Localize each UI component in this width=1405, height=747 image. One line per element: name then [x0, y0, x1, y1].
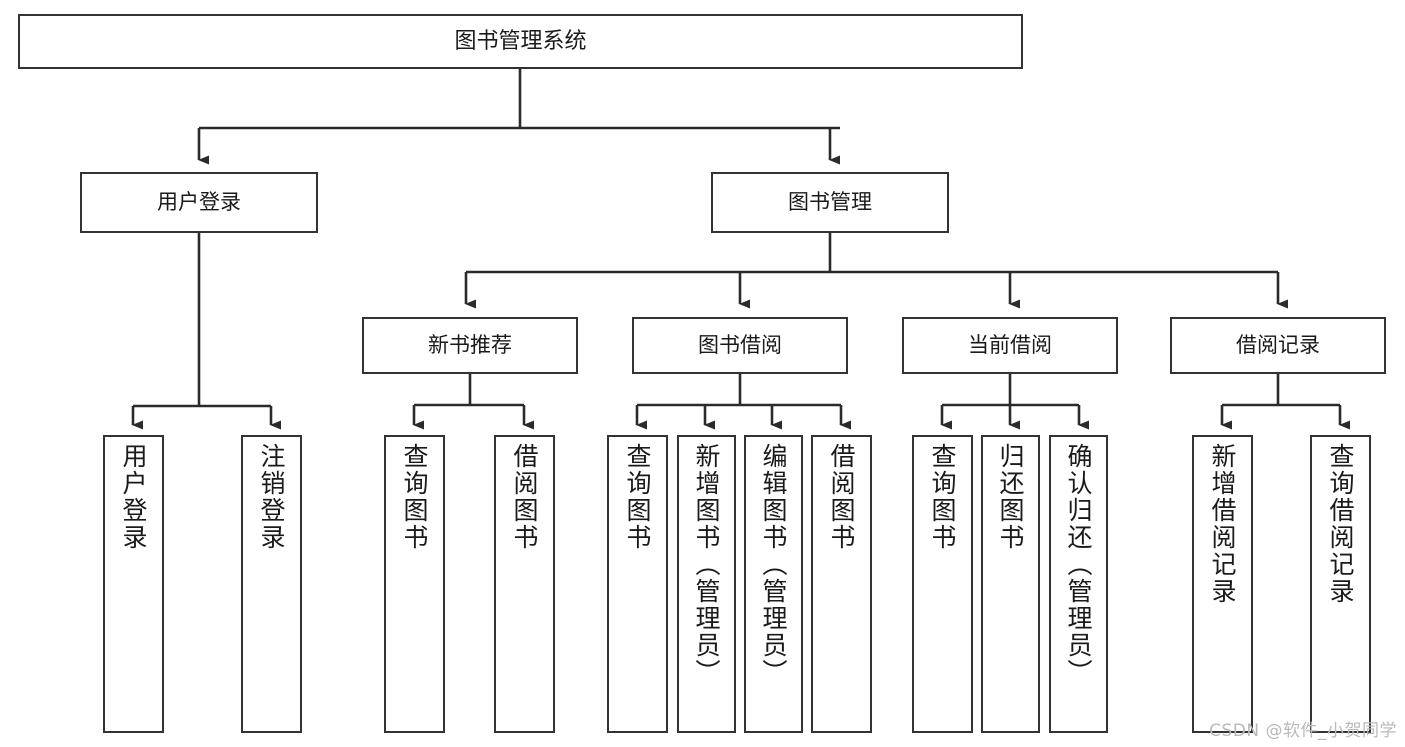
- node-label: 注销登录: [257, 443, 286, 551]
- leaf-record-add[interactable]: 新增借阅记录: [1192, 435, 1253, 733]
- node-new-book-recommend[interactable]: 新书推荐: [362, 317, 578, 374]
- node-label: 查询图书: [928, 443, 957, 551]
- leaf-record-query[interactable]: 查询借阅记录: [1310, 435, 1371, 733]
- node-label: 新书推荐: [428, 333, 512, 358]
- node-label: 借阅图书: [510, 443, 539, 551]
- node-borrow-record[interactable]: 借阅记录: [1170, 317, 1386, 374]
- node-label: 归还图书: [996, 443, 1025, 551]
- leaf-new-book-query[interactable]: 查询图书: [384, 435, 445, 733]
- leaf-user-login-signout[interactable]: 注销登录: [241, 435, 302, 733]
- leaf-current-return-book[interactable]: 归还图书: [981, 435, 1040, 733]
- node-label: 当前借阅: [968, 333, 1052, 358]
- node-book-borrow[interactable]: 图书借阅: [632, 317, 848, 374]
- leaf-borrow-borrow-book[interactable]: 借阅图书: [811, 435, 872, 733]
- leaf-borrow-edit-book-admin[interactable]: 编辑图书（管理员）: [744, 435, 803, 733]
- node-root-system[interactable]: 图书管理系统: [18, 14, 1023, 69]
- node-label: 借阅记录: [1236, 333, 1320, 358]
- node-label: 查询图书: [400, 443, 429, 551]
- leaf-current-confirm-return-admin[interactable]: 确认归还（管理员）: [1049, 435, 1108, 733]
- node-user-login[interactable]: 用户登录: [80, 172, 318, 233]
- watermark-text: CSDN @软件_小贺同学: [1209, 721, 1397, 741]
- node-label: 用户登录: [157, 190, 241, 215]
- node-label: 图书管理: [788, 190, 872, 215]
- node-label: 借阅图书: [827, 443, 856, 551]
- node-label: 新增图书（管理员）: [692, 443, 721, 686]
- leaf-borrow-query[interactable]: 查询图书: [607, 435, 668, 733]
- node-label: 编辑图书（管理员）: [759, 443, 788, 686]
- node-label: 确认归还（管理员）: [1064, 443, 1093, 686]
- node-label: 查询图书: [623, 443, 652, 551]
- node-label: 用户登录: [119, 443, 148, 551]
- node-label: 查询借阅记录: [1326, 443, 1355, 605]
- node-label: 新增借阅记录: [1208, 443, 1237, 605]
- leaf-user-login-signin[interactable]: 用户登录: [103, 435, 164, 733]
- node-book-management[interactable]: 图书管理: [711, 172, 949, 233]
- leaf-borrow-add-book-admin[interactable]: 新增图书（管理员）: [677, 435, 736, 733]
- node-label: 图书借阅: [698, 333, 782, 358]
- leaf-new-book-borrow[interactable]: 借阅图书: [494, 435, 555, 733]
- node-current-borrow[interactable]: 当前借阅: [902, 317, 1118, 374]
- node-label: 图书管理系统: [454, 28, 587, 54]
- leaf-current-query[interactable]: 查询图书: [912, 435, 973, 733]
